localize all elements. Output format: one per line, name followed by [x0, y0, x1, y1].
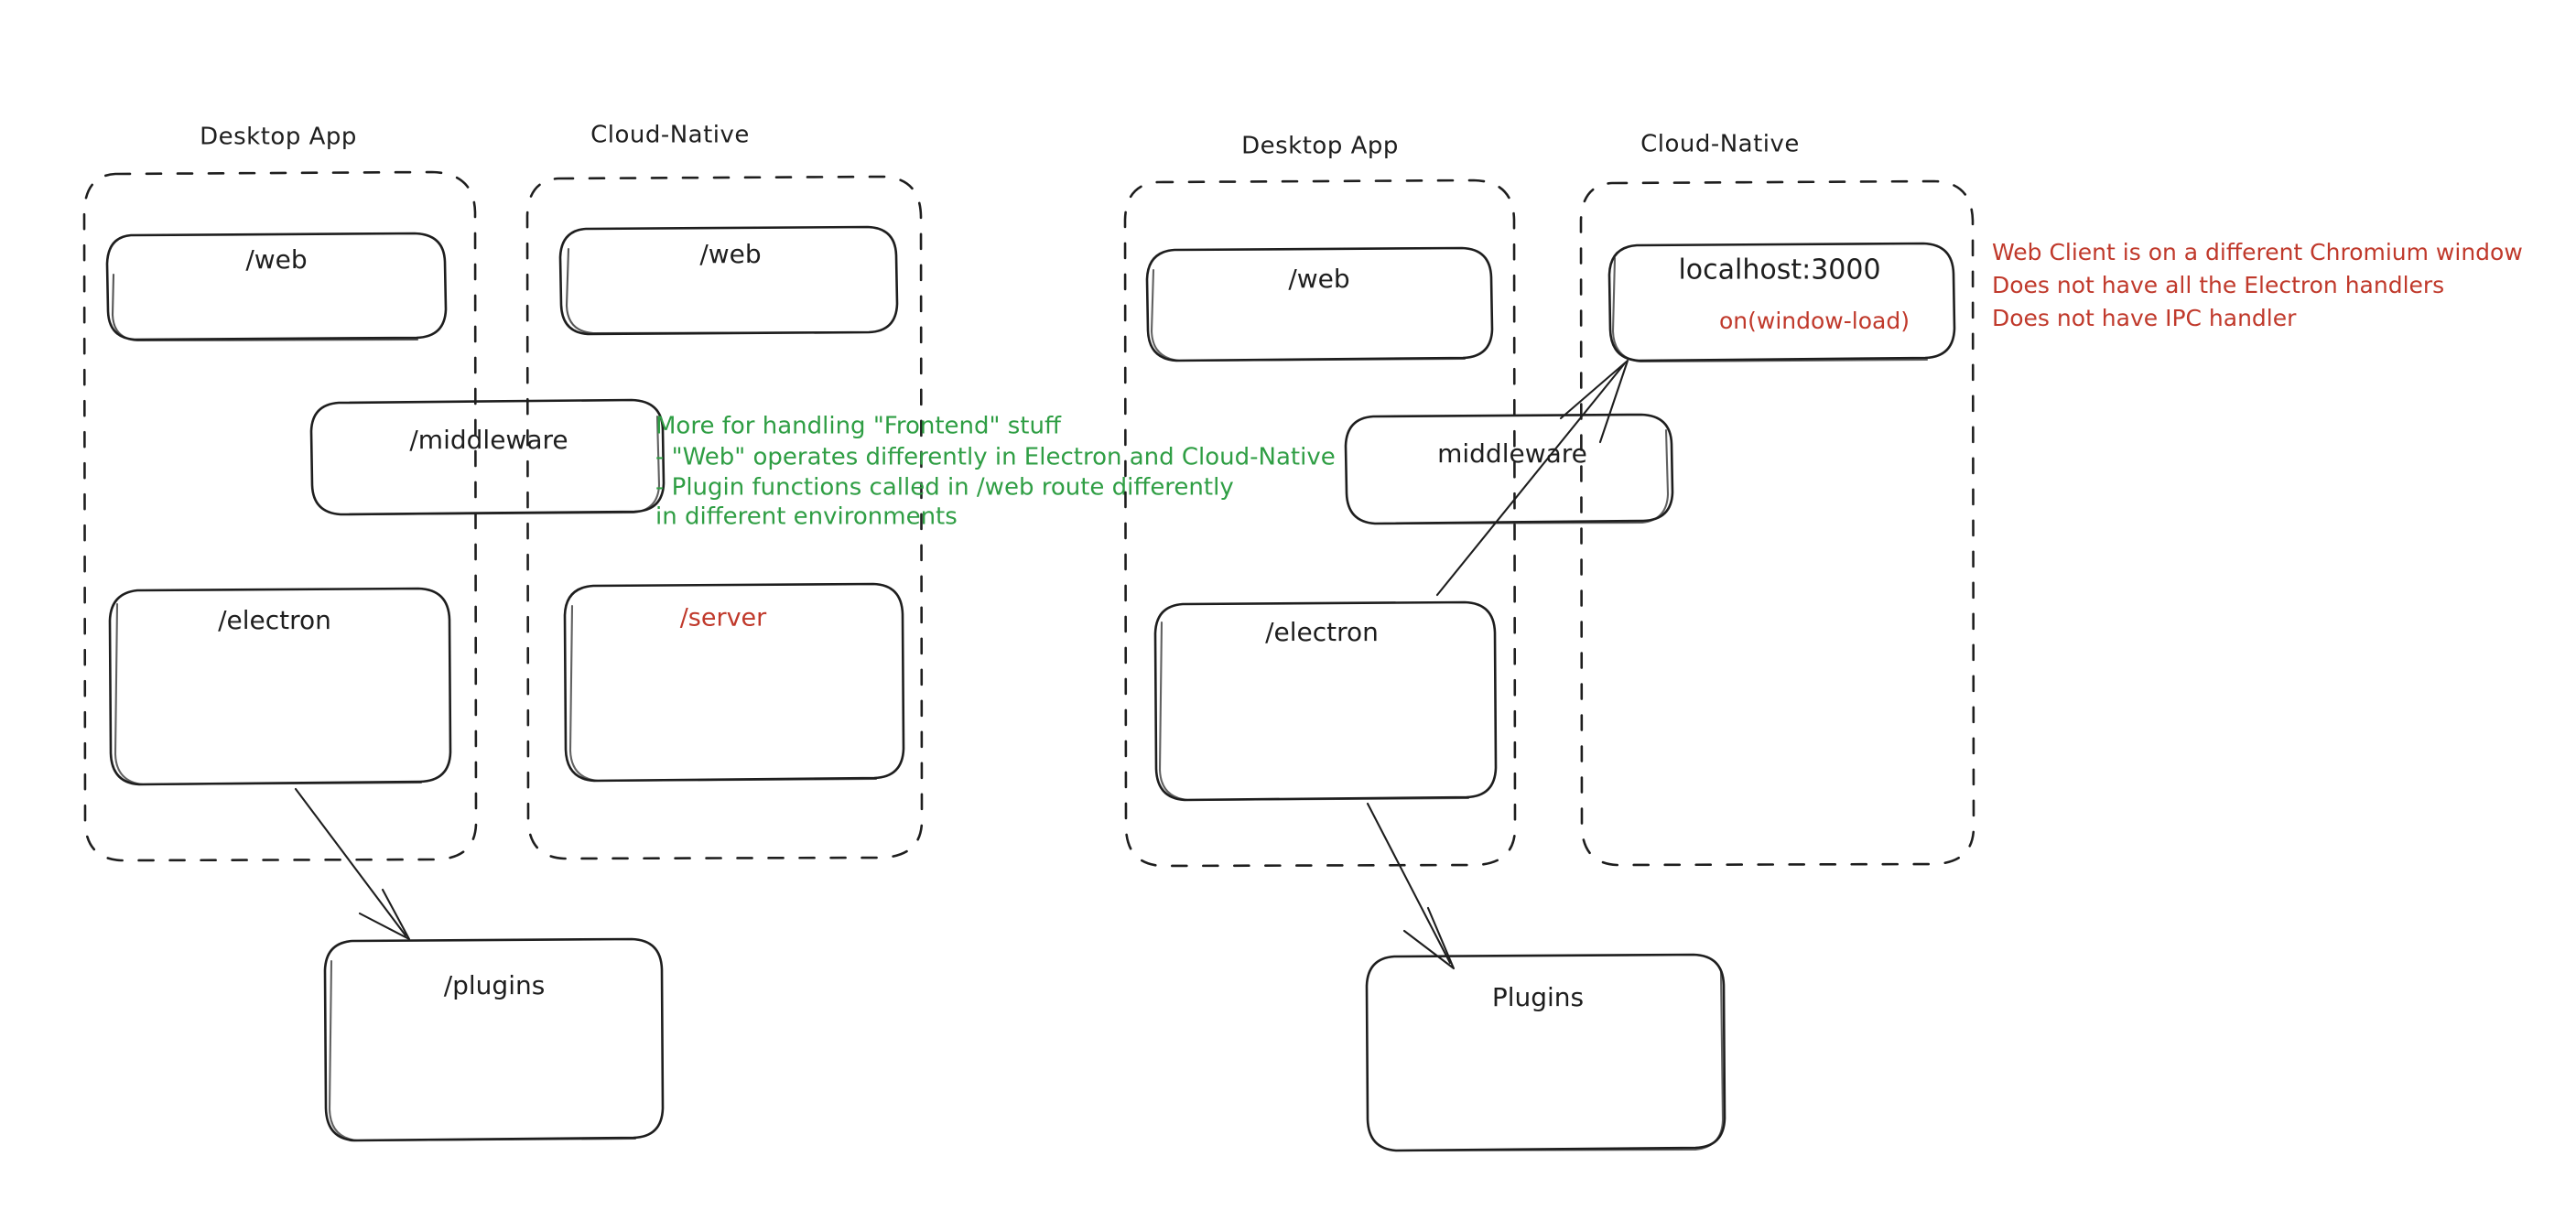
- node-outline: [1365, 953, 1726, 1152]
- right-cloud-native-title: Cloud-Native: [1640, 131, 1800, 158]
- red-note-line-1: Web Client is on a different Chromium wi…: [1992, 239, 2523, 265]
- right-arrow-electron-to-localhost: [1435, 359, 1629, 597]
- right-localhost-label: localhost:3000: [1678, 254, 1880, 286]
- green-note-line-3: - Plugin functions called in /web route …: [655, 474, 1234, 502]
- green-annotation-note: More for handling "Frontend" stuff - "We…: [655, 413, 1336, 531]
- right-desktop-app-title: Desktop App: [1241, 133, 1399, 160]
- node-outline: [1344, 413, 1674, 525]
- right-node-plugins[interactable]: Plugins: [1365, 953, 1726, 1152]
- left-node-cloud-web[interactable]: /web: [558, 225, 899, 336]
- node-outline-sketch: [1158, 621, 1470, 802]
- right-desktop-web-label: /web: [1288, 264, 1349, 294]
- right-group-desktop-app[interactable]: Desktop App: [1123, 133, 1517, 868]
- right-localhost-sublabel: on(window-load): [1719, 308, 1910, 334]
- green-note-line-2: - "Web" operates differently in Electron…: [655, 444, 1336, 471]
- node-outline: [105, 232, 448, 341]
- left-node-desktop-web[interactable]: /web: [105, 232, 448, 342]
- right-arrow-electron-to-plugins: [1366, 802, 1456, 970]
- node-outline-sketch: [111, 273, 419, 342]
- right-middleware-label: middleware: [1437, 438, 1587, 469]
- node-outline-sketch: [1611, 256, 1929, 363]
- right-panel: Desktop App Cloud-Native /web localhost:…: [1123, 131, 1975, 1152]
- left-cloud-web-label: /web: [699, 239, 761, 269]
- node-outline: [309, 398, 666, 516]
- left-group-cloud-native[interactable]: Cloud-Native: [525, 122, 924, 860]
- dashed-container-outline: [82, 170, 478, 862]
- node-outline: [1607, 242, 1956, 362]
- node-outline-sketch: [565, 247, 872, 335]
- arrow-head: [358, 888, 411, 941]
- left-middleware-label: /middleware: [409, 425, 568, 455]
- green-note-line-4: in different environments: [655, 503, 958, 531]
- dashed-container-outline: [1123, 178, 1517, 868]
- left-node-middleware[interactable]: /middleware: [309, 398, 666, 516]
- left-panel: Desktop App Cloud-Native /web /web /midd…: [82, 122, 924, 1142]
- node-outline: [323, 937, 665, 1142]
- left-node-electron[interactable]: /electron: [108, 587, 452, 786]
- left-group-desktop-app[interactable]: Desktop App: [82, 124, 478, 862]
- red-annotation-note: Web Client is on a different Chromium wi…: [1992, 239, 2523, 331]
- node-outline-sketch: [328, 959, 637, 1142]
- left-node-server[interactable]: /server: [563, 582, 905, 783]
- left-server-label: /server: [680, 604, 767, 632]
- right-group-cloud-native[interactable]: Cloud-Native: [1579, 131, 1975, 867]
- arrow-shaft: [1435, 362, 1626, 597]
- red-note-line-2: Does not have all the Electron handlers: [1992, 272, 2444, 298]
- left-node-plugins[interactable]: /plugins: [323, 937, 665, 1142]
- left-desktop-app-title: Desktop App: [200, 124, 357, 151]
- arrow-shaft: [294, 787, 407, 937]
- node-outline-sketch: [1379, 428, 1670, 525]
- right-plugins-label: Plugins: [1492, 982, 1584, 1012]
- node-outline-sketch: [344, 415, 661, 516]
- node-outline-sketch: [1399, 970, 1725, 1152]
- green-note-line-1: More for handling "Frontend" stuff: [655, 413, 1062, 440]
- node-outline-sketch: [1150, 268, 1467, 362]
- right-node-electron[interactable]: /electron: [1153, 600, 1498, 802]
- left-arrow-electron-to-plugins: [294, 787, 411, 941]
- right-node-localhost[interactable]: localhost:3000 on(window-load): [1607, 242, 1956, 363]
- right-node-middleware[interactable]: middleware: [1344, 413, 1674, 525]
- right-electron-label: /electron: [1265, 617, 1379, 647]
- arrow-head: [1559, 359, 1629, 444]
- arrow-head: [1402, 906, 1456, 970]
- node-outline-sketch: [568, 604, 878, 783]
- right-node-desktop-web[interactable]: /web: [1145, 246, 1494, 362]
- arrow-shaft: [1366, 802, 1452, 965]
- red-note-line-3: Does not have IPC handler: [1992, 305, 2297, 331]
- node-outline-sketch: [114, 602, 423, 786]
- left-cloud-native-title: Cloud-Native: [590, 122, 750, 149]
- left-plugins-label: /plugins: [444, 970, 546, 1000]
- left-desktop-web-label: /web: [245, 244, 307, 275]
- left-electron-label: /electron: [218, 605, 331, 635]
